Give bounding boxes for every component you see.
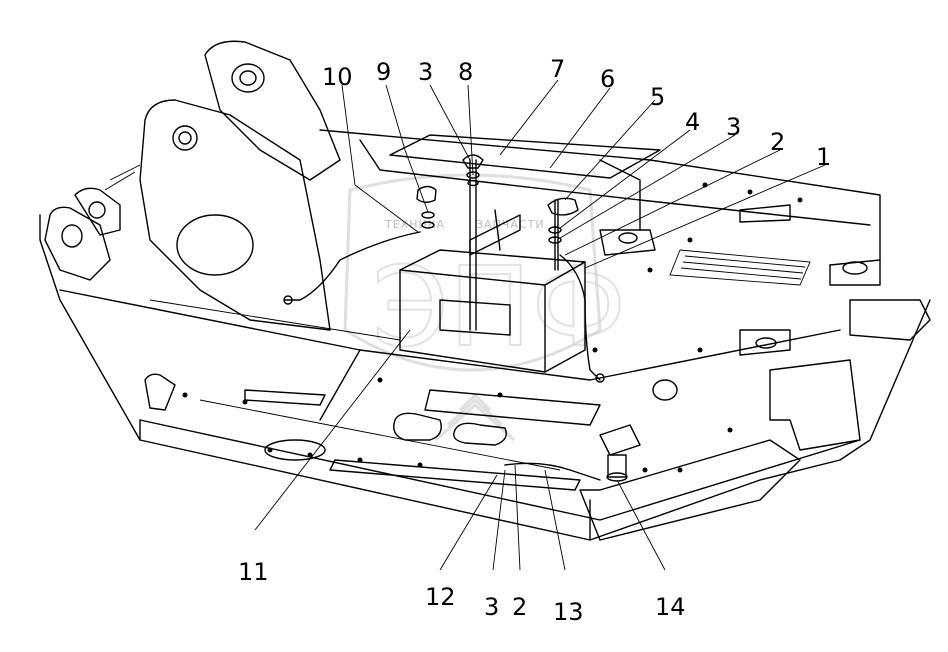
callout-4: 4 xyxy=(685,108,700,136)
callout-5: 5 xyxy=(650,83,665,111)
callout-12: 12 xyxy=(425,583,456,611)
callout-3: 3 xyxy=(484,593,499,621)
callout-11: 11 xyxy=(238,558,269,586)
callout-1: 1 xyxy=(816,143,831,171)
clamp-bolt xyxy=(462,154,559,331)
callout-2: 2 xyxy=(512,593,527,621)
battery-box xyxy=(399,249,586,373)
callout-3: 3 xyxy=(418,58,433,86)
left-brackets xyxy=(44,40,341,331)
callout-2: 2 xyxy=(770,128,785,156)
fastener-dots xyxy=(182,182,803,473)
callout-3: 3 xyxy=(726,113,741,141)
cover-plate xyxy=(389,134,661,179)
floor-plate xyxy=(144,373,678,491)
callout-8: 8 xyxy=(458,58,473,86)
right-beams xyxy=(319,129,931,451)
callout-6: 6 xyxy=(600,65,615,93)
callout-14: 14 xyxy=(655,593,686,621)
callout-13: 13 xyxy=(553,598,584,626)
cables xyxy=(283,231,605,481)
leader-lines xyxy=(254,79,826,571)
disconnect-switch xyxy=(599,424,641,482)
frame-base xyxy=(39,214,931,541)
callout-10: 10 xyxy=(322,63,353,91)
terminal-caps xyxy=(416,185,579,244)
callout-9: 9 xyxy=(376,58,391,86)
callout-labels: 10 9 3 8 7 6 5 4 3 2 1 11 12 3 2 13 14 xyxy=(238,55,831,626)
watermark-text-right: ЗАПЧАСТИ xyxy=(476,218,545,231)
callout-7: 7 xyxy=(550,55,565,83)
watermark: ТЕХНИКА ЗАПЧАСТИ ЭПФ xyxy=(343,173,627,442)
